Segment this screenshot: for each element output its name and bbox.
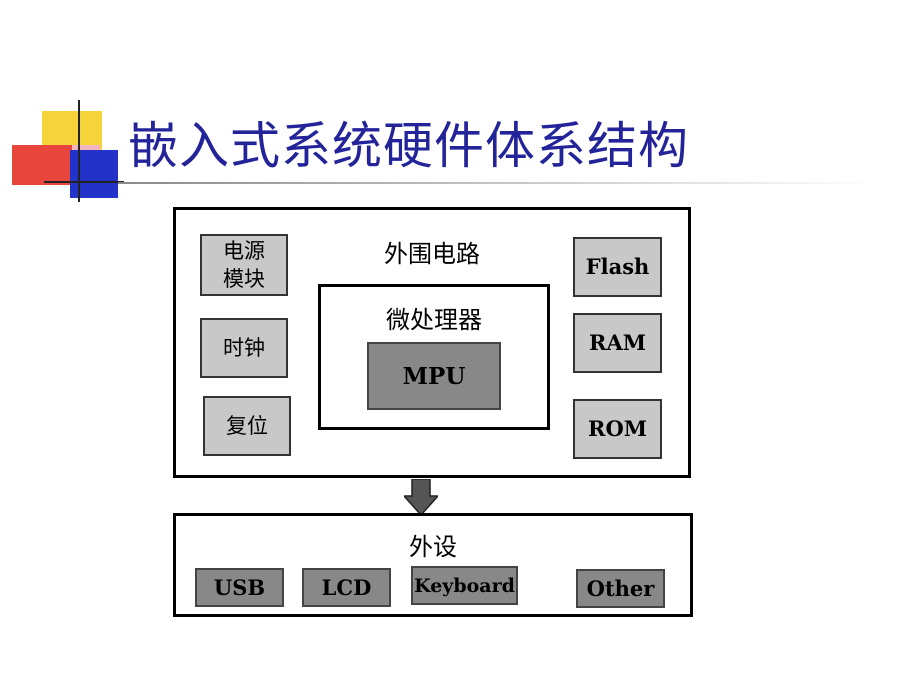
lcd-box: LCD	[302, 568, 391, 607]
usb-box: USB	[195, 568, 284, 607]
peripherals-label: 外设	[409, 533, 457, 561]
flash-box: Flash	[573, 237, 662, 297]
decor-vertical-line	[78, 100, 80, 202]
keyboard-box: Keyboard	[411, 566, 518, 605]
down-arrow-icon	[404, 479, 438, 515]
ram-box: RAM	[573, 313, 662, 373]
rom-box: ROM	[573, 399, 662, 459]
power-module-box: 电源 模块	[200, 234, 288, 296]
clock-box: 时钟	[200, 318, 288, 378]
peripheral-circuit-label: 外围电路	[384, 240, 480, 268]
other-box: Other	[576, 569, 665, 608]
reset-box: 复位	[203, 396, 291, 456]
microprocessor-label: 微处理器	[386, 306, 482, 334]
decor-red-block	[12, 145, 72, 185]
title-underline	[118, 182, 878, 184]
mpu-box: MPU	[367, 342, 501, 410]
decor-horizontal-line	[44, 181, 124, 183]
slide-title: 嵌入式系统硬件体系结构	[128, 117, 689, 175]
